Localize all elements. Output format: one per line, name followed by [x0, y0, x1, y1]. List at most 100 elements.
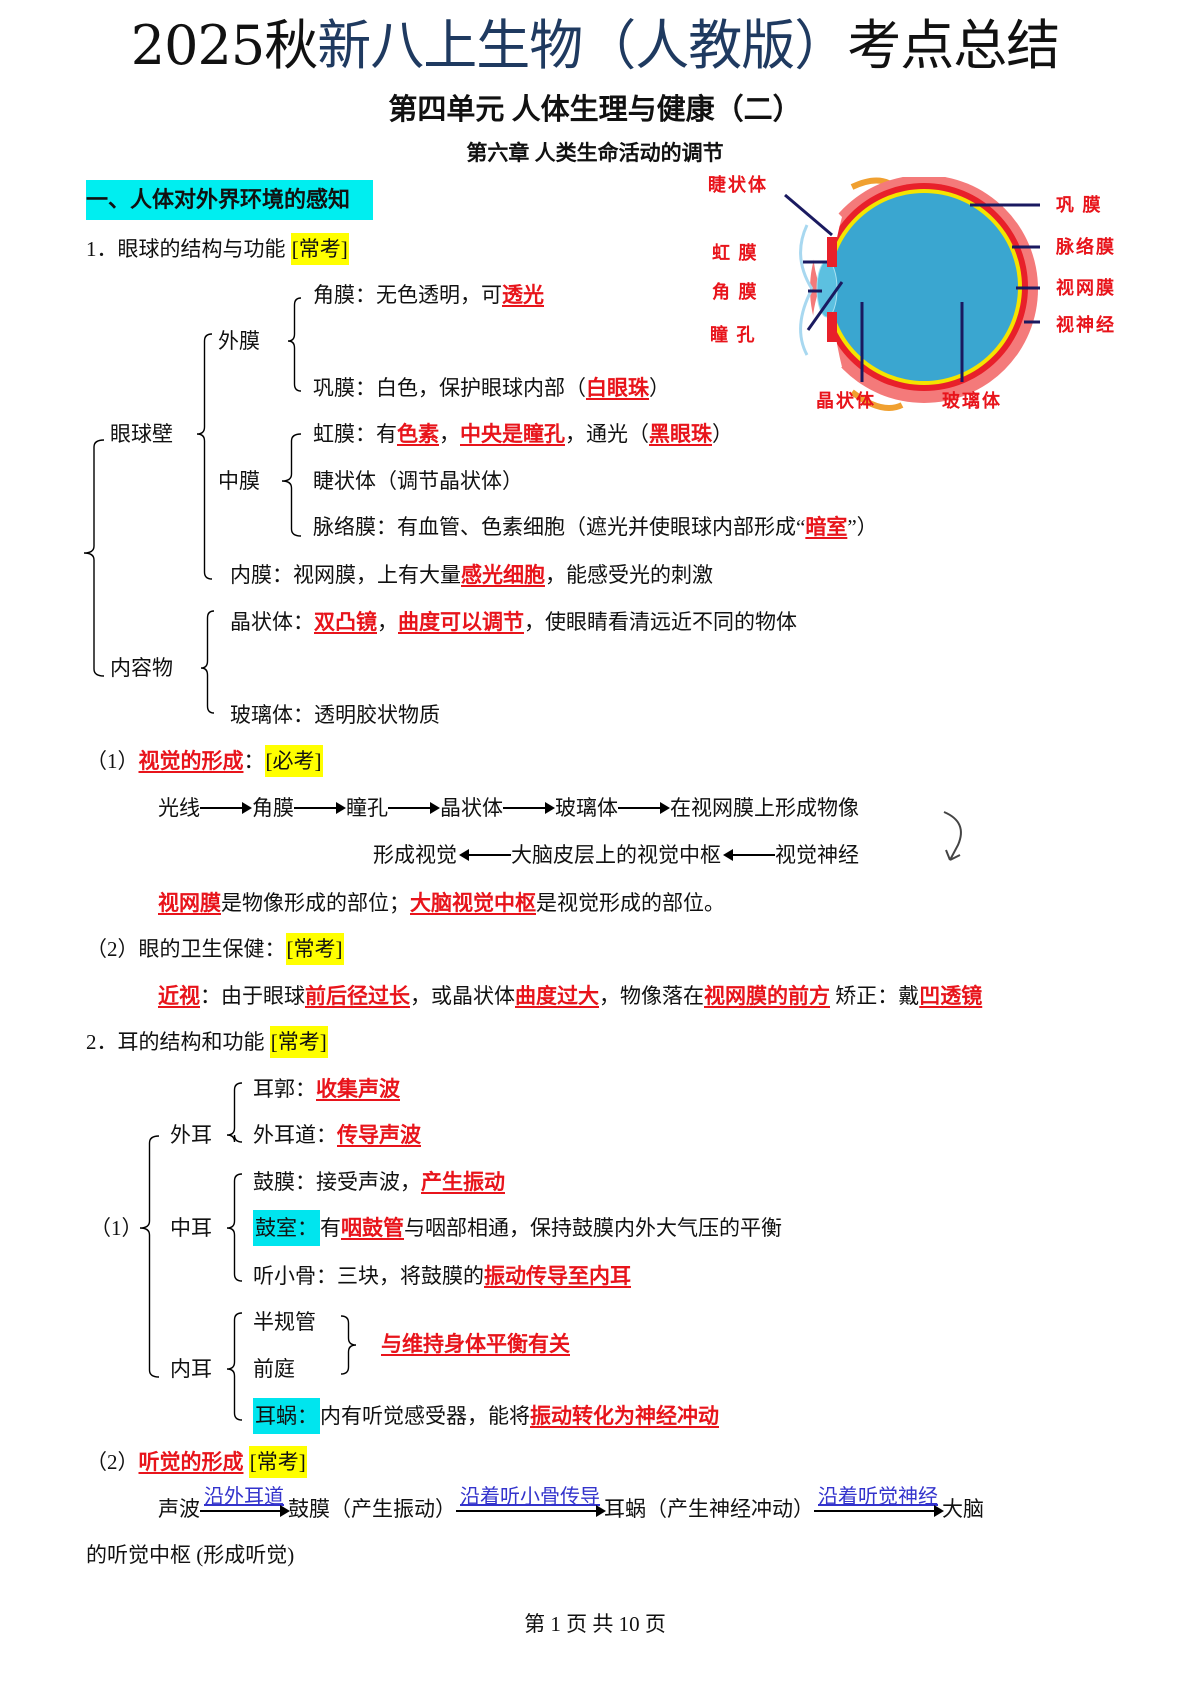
exam-tag: [常考] [285, 933, 344, 965]
label-optic-nerve: 视神经 [1056, 315, 1116, 335]
vitreous-line: 玻璃体：透明胶状物质 [230, 702, 440, 728]
text: 听小骨：三块，将鼓膜的 [253, 1264, 484, 1288]
brace-outer-ear [226, 1082, 243, 1143]
flow-step: 声波 [158, 1497, 200, 1521]
balance-note: 与维持身体平衡有关 [381, 1331, 570, 1357]
hearing-formation-heading: （2）听觉的形成 [常考] [86, 1446, 307, 1478]
text: 内耳 [170, 1357, 212, 1381]
flow-step: 视觉神经 [775, 843, 859, 867]
text: （2）眼的卫生保健： [86, 937, 286, 961]
ear-structure-heading: 2．耳的结构和功能 [常考] [86, 1026, 328, 1058]
vision-flow-backward: 形成视觉大脑皮层上的视觉中枢视觉神经 [373, 842, 859, 868]
text: 是物像形成的部位； [221, 891, 410, 915]
text: ，通光（ [565, 422, 649, 446]
semicircular-canals-label: 半规管 [253, 1309, 316, 1335]
brace-eyeball-wall [196, 333, 213, 580]
document-title: 2025秋新八上生物（人教版）考点总结 [0, 14, 1190, 78]
ossicles-line: 听小骨：三块，将鼓膜的振动传导至内耳 [253, 1263, 631, 1289]
text: 外膜 [218, 329, 260, 353]
vision-formation-heading: （1）视觉的形成：[必考] [86, 745, 323, 777]
exam-tag: [必考] [264, 745, 323, 777]
key-point: 黑眼珠 [649, 422, 712, 446]
inner-ear-label: 内耳 [170, 1356, 212, 1382]
text [244, 1450, 249, 1474]
hearing-flow-tail: 的听觉中枢 (形成听觉) [86, 1542, 294, 1568]
brace-ear [139, 1135, 160, 1378]
text: 半规管 [253, 1310, 316, 1334]
text: 外耳 [170, 1123, 212, 1147]
flow-step: 耳蜗（产生神经冲动） [604, 1497, 814, 1521]
myopia-line: 近视：由于眼球前后径过长，或晶状体曲度过大，物像落在视网膜的前方 矫正：戴凹透镜 [158, 983, 982, 1009]
outer-ear-label: 外耳 [170, 1122, 212, 1148]
brace-eyeball [83, 439, 105, 677]
text: 外耳道： [253, 1123, 337, 1147]
text: 有 [320, 1216, 341, 1240]
chapter-heading: 第六章 人类生命活动的调节 [466, 141, 724, 165]
key-point: 振动转化为神经冲动 [530, 1404, 719, 1428]
exam-tag: [常考] [269, 1026, 328, 1058]
flow-step: 大脑 [942, 1497, 984, 1521]
text: 中耳 [170, 1216, 212, 1240]
text: 中膜 [218, 469, 260, 493]
brace-contents [200, 610, 215, 714]
key-point: 凹透镜 [919, 984, 983, 1008]
ear-part-one-label: （1） [90, 1215, 143, 1241]
text: ，使眼睛看清远近不同的物体 [524, 610, 797, 634]
key-point: 与维持身体平衡有关 [381, 1332, 570, 1356]
title-year: 2025秋 [130, 14, 318, 77]
iris-line: 虹膜：有色素，中央是瞳孔，通光（黑眼珠） [313, 421, 733, 447]
text: ：由于眼球 [200, 984, 305, 1008]
key-point: 前后径过长 [305, 984, 410, 1008]
text: （1） [90, 1216, 143, 1240]
text: 内膜：视网膜，上有大量 [230, 563, 461, 587]
sclera-line: 巩膜：白色，保护眼球内部（白眼珠） [313, 375, 670, 401]
text: 玻璃体：透明胶状物质 [230, 703, 440, 727]
cornea-line: 角膜：无色透明，可透光 [313, 282, 544, 308]
text: 是视觉形成的部位。 [536, 891, 725, 915]
text: ”） [847, 515, 878, 539]
text: 1．眼球的结构与功能 [86, 237, 291, 261]
text: 虹膜：有 [313, 422, 397, 446]
flow-step: 形成视觉 [373, 843, 457, 867]
text: ） [649, 376, 670, 400]
text: 鼓膜：接受声波， [253, 1170, 421, 1194]
label-iris: 虹 膜 [712, 243, 759, 263]
exam-tag: [常考] [290, 233, 349, 265]
text: 角膜：无色透明，可 [313, 283, 502, 307]
key-point: 振动传导至内耳 [484, 1264, 631, 1288]
text: 耳郭： [253, 1077, 316, 1101]
arrow-left-icon [723, 849, 775, 861]
tympanic-cavity-line: 鼓室：有咽鼓管与咽部相通，保持鼓膜内外大气压的平衡 [253, 1210, 782, 1246]
arrow-left-icon [459, 849, 511, 861]
eye-hygiene-heading: （2）眼的卫生保健：[常考] [86, 933, 344, 965]
flow-step: 在视网膜上形成物像 [670, 796, 859, 820]
section-heading: 一、人体对外界环境的感知 [86, 180, 373, 220]
text: ，能感受光的刺激 [545, 563, 713, 587]
text: 与咽部相通，保持鼓膜内外大气压的平衡 [404, 1216, 782, 1240]
label-sclera: 巩 膜 [1056, 195, 1103, 215]
vestibule-label: 前庭 [253, 1356, 295, 1382]
key-point: 色素 [397, 422, 439, 446]
brace-outer-layer [287, 297, 302, 392]
inner-layer-line: 内膜：视网膜，上有大量感光细胞，能感受光的刺激 [230, 562, 713, 588]
vision-flow-forward: 光线角膜瞳孔晶状体玻璃体在视网膜上形成物像 [158, 795, 859, 821]
text: ，物像落在 [599, 984, 704, 1008]
ear-canal-line: 外耳道：传导声波 [253, 1122, 421, 1148]
text: ，或晶状体 [410, 984, 515, 1008]
page-footer: 第 1 页 共 10 页 [524, 1612, 666, 1636]
vision-note: 视网膜是物像形成的部位；大脑视觉中枢是视觉形成的部位。 [158, 890, 725, 916]
label-retina: 视网膜 [1056, 278, 1116, 298]
key-point: 大脑视觉中枢 [410, 891, 536, 915]
text: ， [439, 422, 460, 446]
text: 2．耳的结构和功能 [86, 1030, 270, 1054]
key-point: 视网膜 [158, 891, 221, 915]
brace-middle-ear [226, 1173, 243, 1282]
text: 巩膜：白色，保护眼球内部（ [313, 376, 586, 400]
text: 脉络膜：有血管、色素细胞（遮光并使眼球内部形成“ [313, 515, 806, 539]
flow-step: 光线 [158, 796, 200, 820]
eardrum-line: 鼓膜：接受声波，产生振动 [253, 1169, 505, 1195]
key-point: 感光细胞 [461, 563, 545, 587]
text: 内容物 [110, 656, 173, 680]
arrow-right-icon [294, 802, 346, 814]
choroid-line: 脉络膜：有血管、色素细胞（遮光并使眼球内部形成“暗室”） [313, 514, 878, 540]
